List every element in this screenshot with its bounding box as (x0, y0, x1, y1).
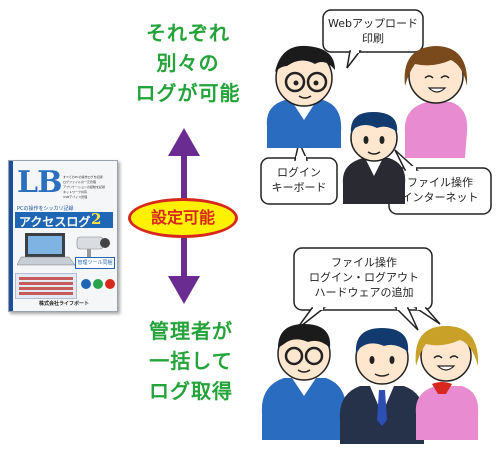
feature-line: アプリケーションの起動を記録 (63, 185, 105, 189)
product-version: 2 (91, 210, 102, 228)
feature-line: USBデバイス管理 (63, 195, 88, 199)
product-badge: 管理ツール同梱 (75, 257, 115, 269)
settings-badge-label: 設定可能 (150, 208, 215, 227)
bottom-caption-line: 一括して (149, 349, 233, 373)
feature-line: ネットワーク共有 (63, 190, 88, 194)
camera-illustration (76, 236, 110, 259)
top-caption: それぞれ 別々の ログが可能 (118, 18, 258, 108)
top-caption-line: それぞれ (146, 21, 230, 45)
product-box-side (9, 161, 13, 311)
product-title: アクセスログ (19, 215, 91, 229)
top-caption-line: 別々の (156, 51, 220, 75)
bubble-line: キーボード (271, 181, 327, 194)
settings-badge: 設定可能 (128, 198, 238, 238)
bubble-line: Webアップロード (328, 17, 418, 30)
product-subtitle: PCの操作をシッカリ記録 (17, 206, 74, 212)
bottom-caption-line: 管理者が (149, 319, 233, 343)
bubble-line: ファイル操作 (407, 176, 473, 189)
product-circles (81, 279, 115, 293)
bottom-admins-illustration (261, 247, 479, 444)
bubble-file: ファイル操作 インターネット (389, 175, 491, 205)
bottom-caption: 管理者が 一括して ログ取得 (126, 316, 256, 406)
product-title-bar: アクセスログ 2 (15, 210, 113, 229)
product-logo: LB (17, 165, 62, 200)
bubble-line: ハードウェアの追加 (314, 286, 414, 299)
bubble-admin: ファイル操作 ログイン・ログアウト ハードウェアの追加 (296, 255, 432, 300)
bubble-line: ファイル操作 (331, 256, 397, 269)
top-users-illustration (260, 9, 492, 215)
product-features: すべてのPCの操作ログを記録 ログファイルの一元管理 アプリケーションの起動を記… (63, 175, 115, 200)
bubble-line: ログイン (277, 166, 321, 179)
feature-line: すべてのPCの操作ログを記録 (63, 175, 103, 179)
top-caption-line: ログが可能 (135, 81, 241, 105)
feature-line: ログファイルの一元管理 (63, 180, 97, 184)
laptop-illustration (17, 233, 76, 266)
bubble-line: 印刷 (362, 32, 384, 45)
bubble-line: ログイン・ログアウト (309, 271, 419, 284)
product-info-panel (15, 273, 77, 299)
bubble-web: Webアップロード 印刷 (323, 16, 423, 46)
bottom-caption-line: ログ取得 (149, 379, 233, 403)
bubble-login: ログイン キーボード (261, 165, 337, 195)
product-box: LB すべてのPCの操作ログを記録 ログファイルの一元管理 アプリケーションの起… (8, 160, 118, 312)
product-publisher: 株式会社ライフボート (39, 301, 90, 307)
bubble-line: インターネット (401, 191, 479, 204)
